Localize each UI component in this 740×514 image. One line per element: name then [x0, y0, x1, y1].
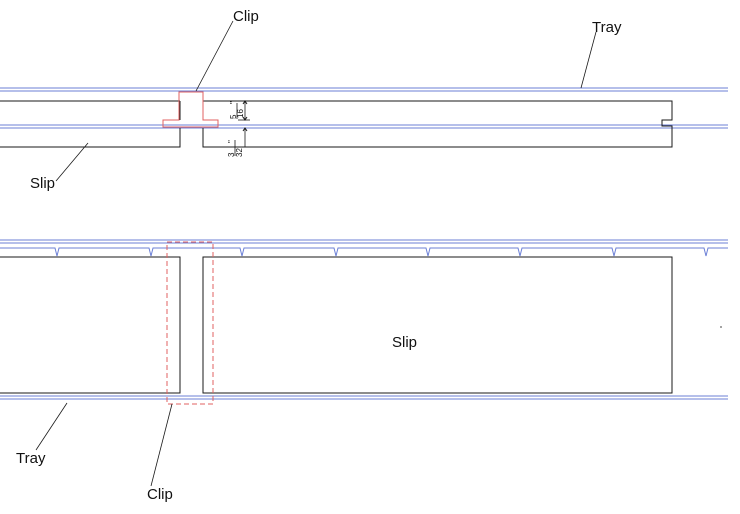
bottom-slip-right [202, 256, 673, 394]
bottom-slip-left [0, 256, 181, 394]
bottom-tray-label: Tray [16, 450, 46, 467]
top-slip-left [0, 100, 181, 148]
top-clip-label: Clip [233, 8, 259, 25]
dim-lower-den: 32 [235, 148, 244, 157]
top-dimensions: 5 16 " 3 32 " [227, 100, 250, 157]
bottom-slip-label: Slip [392, 334, 417, 351]
dim-lower-mark: " [227, 140, 236, 143]
bottom-plan-view: Slip Tray Clip [0, 239, 728, 503]
dim-upper-den: 16 [236, 109, 245, 118]
bottom-clip-label: Clip [147, 486, 173, 503]
top-tray-label: Tray [592, 19, 622, 36]
top-tray [0, 87, 728, 129]
bottom-tray-leader [35, 402, 68, 451]
dim-lower-num: 3 [227, 152, 236, 157]
top-slip-label: Slip [30, 175, 55, 192]
top-tray-leader [580, 31, 597, 89]
top-section-view: 5 16 " 3 32 " Clip Tray Slip [0, 8, 728, 192]
top-clip [162, 91, 219, 147]
top-slip-leader [55, 142, 89, 182]
dim-upper-num: 5 [229, 114, 238, 119]
top-clip-leader [195, 20, 234, 92]
bottom-clip-outline [166, 241, 214, 405]
bottom-clip-leader [150, 403, 173, 487]
bottom-tray-top [0, 239, 728, 257]
bottom-tray-bottom [0, 395, 728, 400]
top-slip-right [202, 100, 673, 148]
dim-upper-mark: " [229, 101, 238, 104]
